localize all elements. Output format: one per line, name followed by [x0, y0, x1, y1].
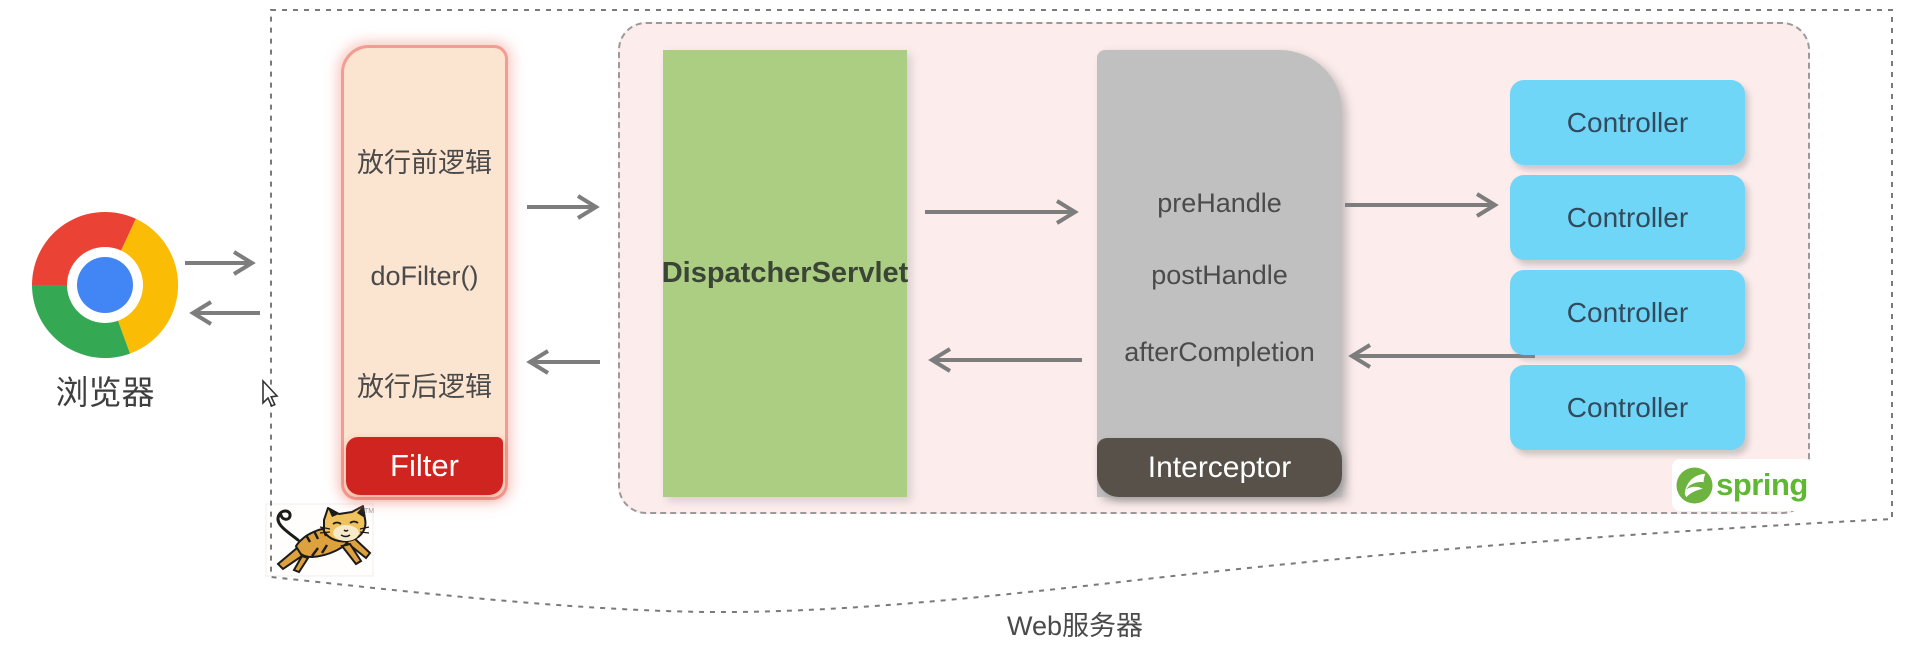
- interceptor-box: preHandle postHandle afterCompletion Int…: [1097, 50, 1342, 497]
- tomcat-icon: TM: [265, 503, 374, 577]
- arrow-filter-to-browser: [189, 300, 260, 326]
- browser-label: 浏览器: [55, 374, 155, 411]
- filter-title: Filter: [346, 437, 503, 495]
- filter-post-logic-label: 放行后逻辑: [357, 372, 492, 402]
- controller-box-2: Controller: [1510, 175, 1745, 260]
- dispatcher-servlet-box: DispatcherServlet: [661, 50, 909, 497]
- web-server-label: Web服务器: [1006, 611, 1144, 641]
- arrow-dispatcher-to-filter: [526, 349, 600, 375]
- spring-label: spring: [1716, 467, 1808, 502]
- interceptor-title: Interceptor: [1097, 438, 1342, 497]
- interceptor-method-posthandle: postHandle: [1151, 260, 1288, 290]
- spring-leaf-icon: [1676, 466, 1713, 504]
- interceptor-method-prehandle: preHandle: [1157, 188, 1282, 218]
- chrome-browser-icon: [31, 211, 179, 359]
- arrow-filter-to-dispatcher: [527, 194, 600, 220]
- spring-logo: spring: [1672, 459, 1812, 511]
- mouse-cursor-icon: [262, 378, 279, 408]
- dispatcher-servlet-label: DispatcherServlet: [661, 257, 909, 289]
- arrow-browser-to-filter: [185, 250, 256, 276]
- controller-box-1: Controller: [1510, 80, 1745, 165]
- tomcat-trademark: TM: [364, 508, 374, 515]
- interceptor-method-aftercompletion: afterCompletion: [1124, 337, 1315, 367]
- filter-dofilter-label: doFilter(): [370, 261, 479, 291]
- filter-box: 放行前逻辑 doFilter() 放行后逻辑 Filter: [341, 45, 508, 500]
- filter-pre-logic-label: 放行前逻辑: [357, 148, 492, 178]
- controller-box-3: Controller: [1510, 270, 1745, 355]
- controller-box-4: Controller: [1510, 365, 1745, 450]
